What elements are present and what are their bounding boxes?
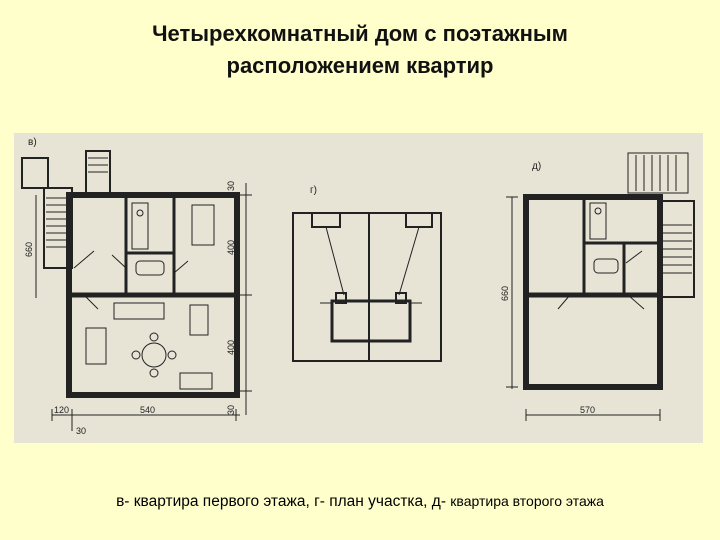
caption-main: в- квартира первого этажа, г- план участ… [116,493,446,510]
plan-v-cabinet [113,302,165,320]
caption-tail: квартира второго этажа [450,493,604,509]
plan-v-door [173,260,189,274]
plan-d-second-floor [506,152,695,421]
plan-v-bathtub [135,260,165,276]
plan-g-gate [405,212,433,228]
floor-plan-figure: в) г) д) 660 30 400 400 30 120 540 30 66… [14,133,703,443]
dim-left-height: 660 [24,242,34,257]
plan-g-path [325,226,345,296]
plan-d-porch-steps [635,155,677,191]
plan-v-table [141,342,167,368]
plan-v-door [111,254,127,269]
dim-upper-400: 400 [226,240,236,255]
plan-v-chair [167,350,177,360]
plan-v-chair [149,368,159,378]
plan-v-chair [131,350,141,360]
plan-d-stair-steps [662,224,692,274]
plan-g-site [292,212,442,362]
title-line-2: расположением квартир [226,53,494,78]
plan-v-side-porch [21,157,49,189]
title-line-1: Четырехкомнатный дом с поэтажным [152,21,568,46]
plan-v-porch [85,150,111,196]
plan-v-bed [191,204,215,246]
plan-d-stove [594,207,602,215]
plan-g-house [330,299,412,343]
plan-v-stair-steps [46,197,70,248]
dim-below-30: 30 [76,426,86,436]
plan-d-outer-wall [523,194,663,390]
plan-v-armchair [189,304,209,336]
dim-width-540: 540 [140,405,155,415]
slide-title: Четырехкомнатный дом с поэтажным располо… [0,18,720,82]
plan-v-stair-block [43,187,73,269]
dim-right-570: 570 [580,405,595,415]
plan-d-label: д) [532,161,541,172]
plan-v-desk [179,372,213,390]
plan-g-path [398,226,420,296]
floor-plan-drawing: в) г) д) 660 30 400 400 30 120 540 30 66… [21,137,695,436]
plan-g-label: г) [310,185,317,196]
plan-d-bathtub [593,258,619,274]
plan-d-porch [627,152,689,194]
dim-lower-400: 400 [226,340,236,355]
plan-d-door [557,294,571,310]
plan-d-stair-block [659,200,695,298]
plan-v-door [83,294,99,310]
plan-v-kitchen-counter [131,202,149,250]
plan-v-label: в) [28,137,37,148]
plan-g-gate [311,212,341,228]
plan-v-stove [136,209,144,217]
plan-v-chair [149,332,159,342]
plan-d-kitchen-counter [589,202,607,240]
plan-g-site-boundary [292,212,442,362]
plan-v-sofa [85,327,107,365]
plan-v-door [73,250,95,269]
plan-d-door [625,250,643,264]
dim-bottom-30: 30 [226,405,236,415]
dim-top-30: 30 [226,181,236,191]
dim-right-height: 660 [500,286,510,301]
plan-v-porch-steps [88,157,108,173]
plan-v-first-floor [21,150,252,431]
figure-caption: в- квартира первого этажа, г- план участ… [0,493,720,511]
dim-width-120: 120 [54,405,69,415]
plan-d-door [627,294,645,310]
